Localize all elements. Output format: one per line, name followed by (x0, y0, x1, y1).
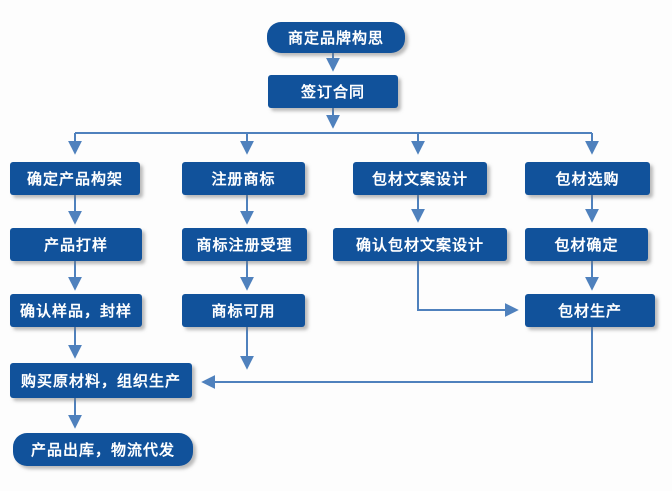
node-brand-idea: 商定品牌构思 (267, 22, 405, 53)
arrow-production-to-materials (201, 327, 593, 389)
node-purchase-materials: 购买原材料，组织生产 (10, 363, 192, 398)
node-register-trademark: 注册商标 (182, 162, 305, 195)
node-packaging-production: 包材生产 (525, 294, 655, 327)
node-packaging-copy-design: 包材文案设计 (353, 162, 487, 195)
node-confirm-packaging-copy: 确认包材文案设计 (333, 228, 507, 261)
node-product-sampling: 产品打样 (10, 228, 142, 261)
node-trademark-available: 商标可用 (182, 294, 305, 327)
node-trademark-acceptance: 商标注册受理 (182, 228, 307, 261)
node-sign-contract: 签订合同 (268, 75, 398, 108)
node-product-delivery: 产品出库，物流代发 (13, 433, 193, 466)
node-packaging-purchase: 包材选购 (525, 162, 650, 195)
node-product-framework: 确定产品构架 (10, 162, 140, 195)
arrow-confirm-copy-to-production (417, 261, 519, 317)
node-confirm-sample: 确认样品，封样 (10, 294, 142, 327)
node-packaging-confirm: 包材确定 (525, 228, 648, 261)
